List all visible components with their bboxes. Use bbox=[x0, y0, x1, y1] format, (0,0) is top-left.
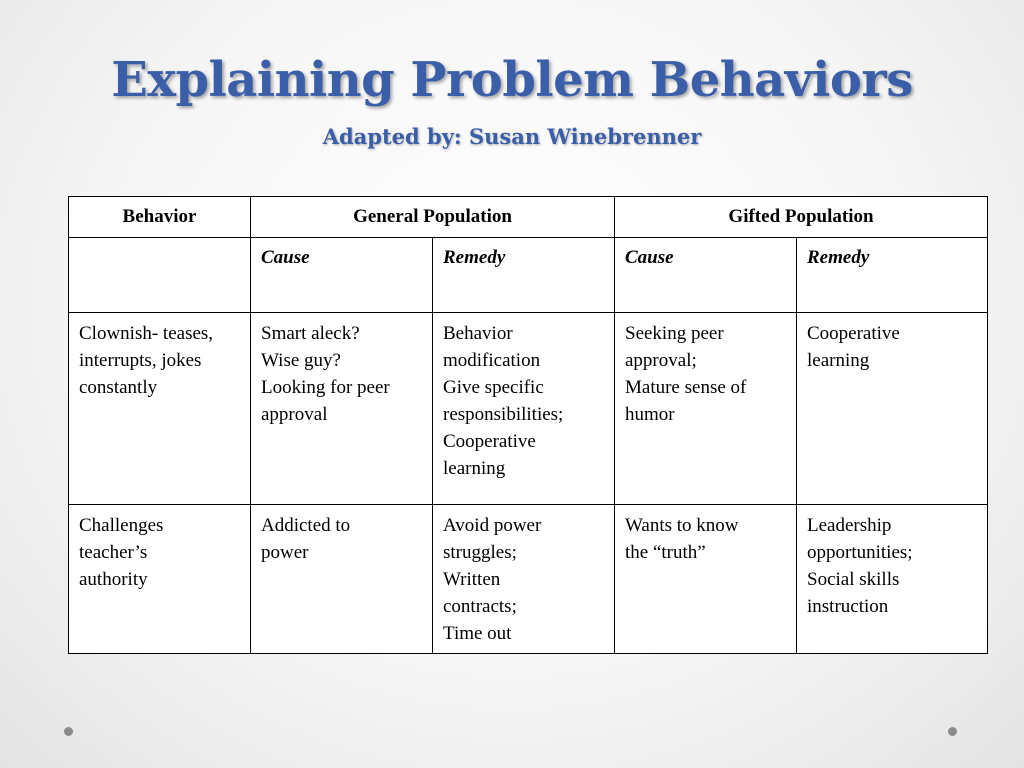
cell-line: contracts; bbox=[443, 596, 517, 617]
cell-line: Clownish- teases, bbox=[79, 323, 214, 344]
cell-line: instruction bbox=[807, 596, 889, 617]
cell-line: struggles; bbox=[443, 542, 517, 563]
header-general-population: General Population bbox=[250, 196, 615, 238]
cell-line: Written bbox=[443, 569, 501, 590]
cell-line: Wise guy? bbox=[261, 350, 341, 371]
cell-line: Leadership bbox=[807, 515, 892, 536]
subheader-row: Cause Remedy Cause Remedy bbox=[68, 237, 988, 313]
behaviors-table: Behavior General Population Gifted Popul… bbox=[68, 196, 988, 654]
cell-line: Addicted to bbox=[261, 515, 351, 536]
subheader-gifted-remedy: Remedy bbox=[796, 237, 988, 313]
header-behavior: Behavior bbox=[68, 196, 251, 238]
cell-line: learning bbox=[443, 458, 506, 479]
subheader-empty bbox=[68, 237, 251, 313]
cell-behavior: Challenges teacher’s authority bbox=[68, 504, 251, 654]
cell-line: Avoid power bbox=[443, 515, 542, 536]
cell-line: interrupts, jokes bbox=[79, 350, 202, 371]
cell-general-remedy: Behavior modification Give specific resp… bbox=[432, 312, 615, 505]
header-row: Behavior General Population Gifted Popul… bbox=[68, 196, 988, 238]
right-corner-dot-decoration bbox=[948, 727, 957, 736]
cell-line: Time out bbox=[443, 623, 512, 644]
cell-line: power bbox=[261, 542, 309, 563]
cell-line: opportunities; bbox=[807, 542, 913, 563]
cell-line: humor bbox=[625, 404, 675, 425]
cell-gifted-cause: Seeking peer approval; Mature sense of h… bbox=[614, 312, 797, 505]
cell-general-remedy: Avoid power struggles; Written contracts… bbox=[432, 504, 615, 654]
cell-line: Give specific bbox=[443, 377, 544, 398]
cell-line: Seeking peer bbox=[625, 323, 724, 344]
table-row: Clownish- teases, interrupts, jokes cons… bbox=[68, 312, 988, 505]
header-gifted-population: Gifted Population bbox=[614, 196, 988, 238]
cell-line: approval bbox=[261, 404, 328, 425]
cell-line: constantly bbox=[79, 377, 158, 398]
table-row: Challenges teacher’s authority Addicted … bbox=[68, 504, 988, 654]
cell-line: Cooperative bbox=[443, 431, 536, 452]
cell-gifted-remedy: Leadership opportunities; Social skills … bbox=[796, 504, 988, 654]
cell-line: the “truth” bbox=[625, 542, 706, 563]
cell-line: Wants to know bbox=[625, 515, 739, 536]
cell-general-cause: Addicted to power bbox=[250, 504, 433, 654]
cell-line: Looking for peer bbox=[261, 377, 390, 398]
cell-line: Mature sense of bbox=[625, 377, 747, 398]
cell-line: Smart aleck? bbox=[261, 323, 360, 344]
left-corner-dot-decoration bbox=[64, 727, 73, 736]
cell-line: authority bbox=[79, 569, 148, 590]
slide-title: Explaining Problem Behaviors bbox=[111, 52, 913, 108]
cell-line: teacher’s bbox=[79, 542, 148, 563]
cell-line: Behavior bbox=[443, 323, 513, 344]
subheader-general-remedy: Remedy bbox=[432, 237, 615, 313]
cell-general-cause: Smart aleck? Wise guy? Looking for peer … bbox=[250, 312, 433, 505]
cell-line: learning bbox=[807, 350, 870, 371]
subheader-general-cause: Cause bbox=[250, 237, 433, 313]
cell-gifted-cause: Wants to know the “truth” bbox=[614, 504, 797, 654]
cell-line: Cooperative bbox=[807, 323, 900, 344]
slide-subtitle: Adapted by: Susan Winebrenner bbox=[322, 124, 702, 149]
cell-line: approval; bbox=[625, 350, 697, 371]
cell-line: modification bbox=[443, 350, 541, 371]
cell-line: Challenges bbox=[79, 515, 164, 536]
cell-behavior: Clownish- teases, interrupts, jokes cons… bbox=[68, 312, 251, 505]
cell-line: responsibilities; bbox=[443, 404, 564, 425]
cell-gifted-remedy: Cooperative learning bbox=[796, 312, 988, 505]
subheader-gifted-cause: Cause bbox=[614, 237, 797, 313]
cell-line: Social skills bbox=[807, 569, 900, 590]
